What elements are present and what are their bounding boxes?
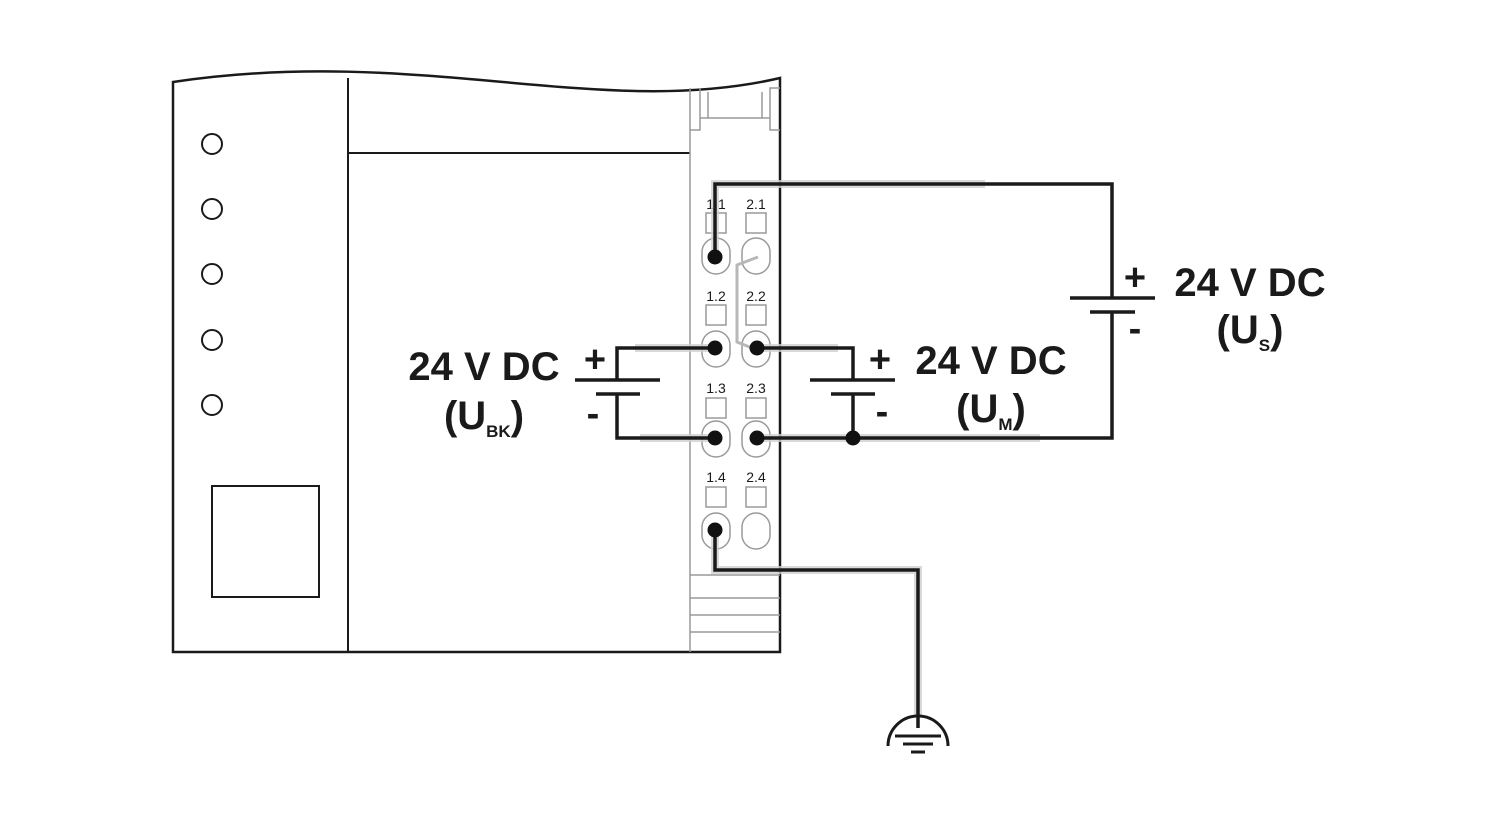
label-field [211,485,320,598]
ground-icon [886,714,950,754]
us-designation: (US) [1217,308,1284,355]
connection-dot-2-2 [749,340,765,356]
ubk-plus-sign: + [584,339,606,381]
terminal-label-2-2: 2.2 [746,288,766,304]
connection-dot-1-1 [707,249,723,265]
spring-slot-2-4 [741,512,771,550]
status-led [201,394,223,416]
supply-ubk: + - 24 V DC (UBK) [408,339,606,441]
terminal-label-1-4: 1.4 [706,469,726,485]
wire-um-positive [757,346,855,380]
wire-us-positive [713,182,1114,298]
junction-dot [845,430,861,446]
spring-slot-2-1 [741,237,771,275]
connection-dot-1-4 [707,522,723,538]
status-led-column [201,133,223,416]
us-plus-sign: + [1124,257,1146,299]
ubk-designation: (UBK) [444,394,524,441]
terminal-label-1-3: 1.3 [706,380,726,396]
terminal-point-icon [707,249,861,538]
status-led [201,263,223,285]
wire-ubk-positive [615,346,715,380]
um-plus-sign: + [869,339,891,381]
connection-dot-1-2 [707,340,723,356]
wire-us-negative [757,312,1114,440]
terminal-label-1-2: 1.2 [706,288,726,304]
terminal-label-2-4: 2.4 [746,469,766,485]
wire-ground [713,530,920,728]
status-led [201,329,223,351]
ubk-voltage-label: 24 V DC [408,345,559,389]
supply-um: + - 24 V DC (UM) [869,339,1067,434]
status-led [201,133,223,155]
wiring [615,182,1114,728]
internal-jumper [735,255,759,350]
terminal-label-2-1: 2.1 [746,196,766,212]
ubk-minus-sign: - [587,393,600,435]
connection-dot-1-3 [707,430,723,446]
terminal-label-2-3: 2.3 [746,380,766,396]
bus-coupler-housing [171,70,782,654]
battery-icon [575,296,1155,396]
connection-dot-2-3 [749,430,765,446]
um-designation: (UM) [956,387,1026,434]
us-voltage-label: 24 V DC [1174,261,1325,305]
us-minus-sign: - [1129,308,1142,350]
status-led [201,198,223,220]
supply-us: + - 24 V DC (US) [1124,257,1326,355]
wire-ubk-negative [615,394,715,440]
um-voltage-label: 24 V DC [915,339,1066,383]
um-minus-sign: - [876,391,889,433]
